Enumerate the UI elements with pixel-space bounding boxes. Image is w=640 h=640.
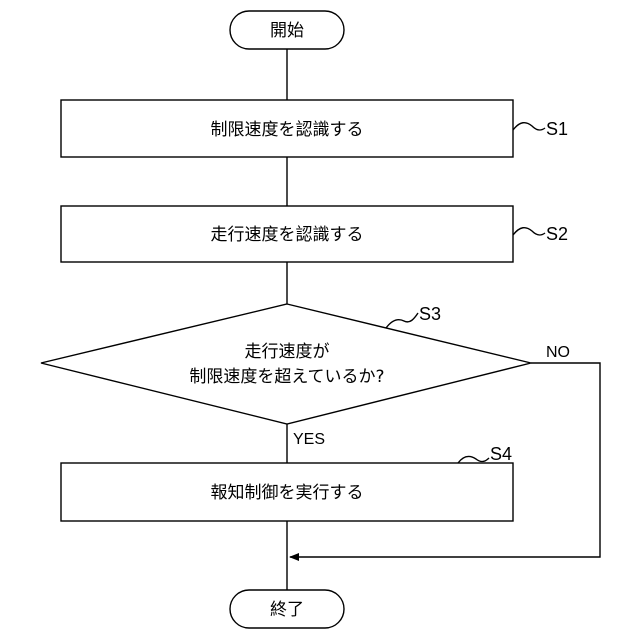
decision-label-line2: 制限速度を超えているか? (189, 367, 384, 387)
step-leader-s4 (458, 456, 489, 463)
step-leader-s2 (513, 228, 545, 235)
branch-label-yes: YES (293, 431, 325, 448)
process-label-s2: 走行速度を認識する (211, 225, 364, 245)
step-id-s2: S2 (546, 224, 568, 244)
end-label: 終了 (270, 600, 304, 620)
step-id-s3: S3 (419, 304, 441, 324)
process-label-s1: 制限速度を認識する (211, 120, 364, 140)
process-label-s4: 報知制御を実行する (211, 483, 364, 503)
step-id-s4: S4 (490, 444, 512, 464)
decision-diamond-s3 (41, 304, 531, 424)
branch-label-no: NO (546, 344, 570, 361)
start-label: 開始 (270, 21, 304, 41)
step-leader-s3 (386, 313, 418, 328)
step-leader-s1 (513, 123, 545, 130)
decision-label-line1: 走行速度が (245, 342, 330, 362)
step-id-s1: S1 (546, 119, 568, 139)
